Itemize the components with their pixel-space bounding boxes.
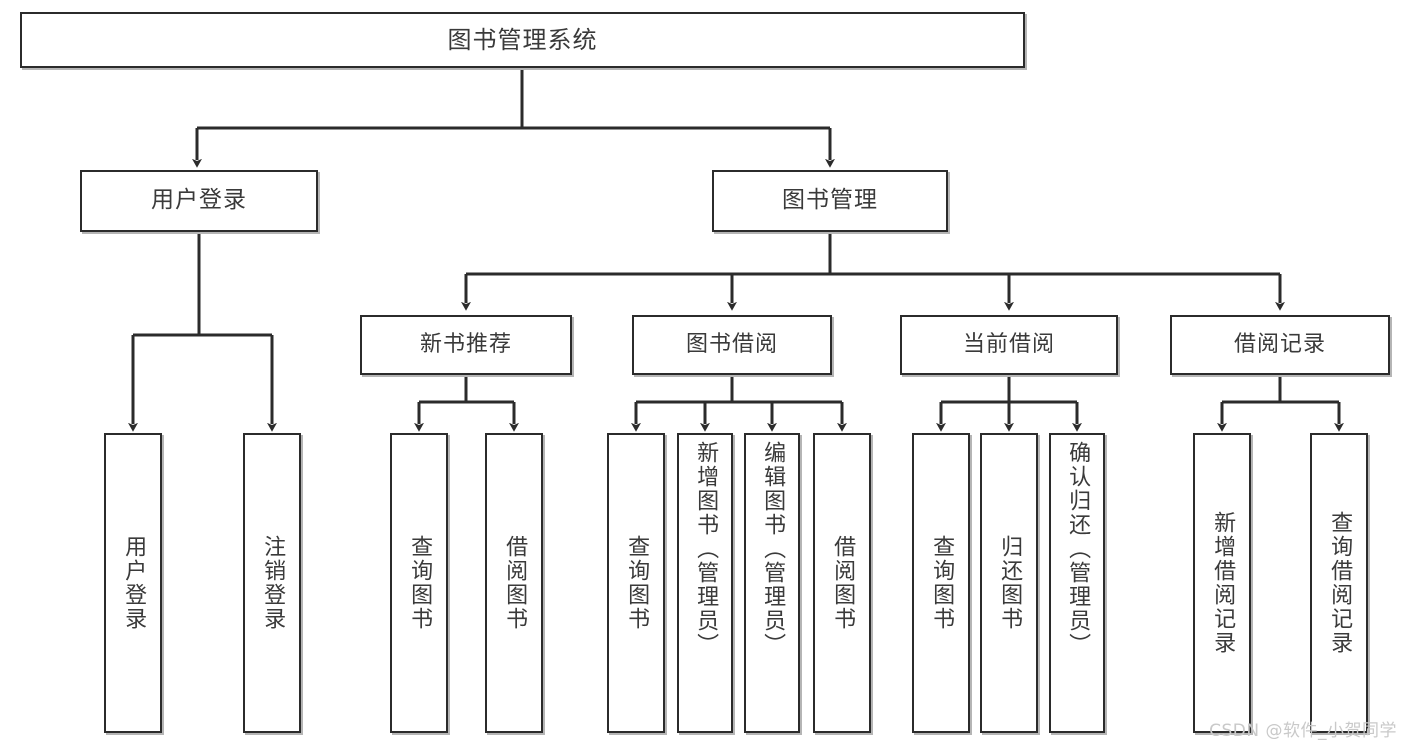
node-leaf-query-record-label: 查询借阅记录	[1327, 511, 1353, 655]
node-book-borrow[interactable]: 图书借阅	[632, 315, 832, 375]
node-borrow-record[interactable]: 借阅记录	[1170, 315, 1390, 375]
node-leaf-add-book-label: 新增图书（管理员）	[693, 441, 719, 657]
node-user-login-label: 用户登录	[151, 187, 247, 214]
node-leaf-logout[interactable]: 注销登录	[243, 433, 301, 733]
node-leaf-confirm-return-label: 确认归还（管理员）	[1065, 441, 1091, 657]
node-leaf-query-book-3[interactable]: 查询图书	[912, 433, 970, 733]
node-leaf-confirm-return[interactable]: 确认归还（管理员）	[1049, 433, 1105, 733]
node-book-manage[interactable]: 图书管理	[712, 170, 948, 232]
node-current-borrow[interactable]: 当前借阅	[900, 315, 1118, 375]
node-leaf-logout-label: 注销登录	[260, 535, 286, 631]
node-user-login[interactable]: 用户登录	[80, 170, 318, 232]
node-leaf-borrow-book-1-label: 借阅图书	[502, 535, 528, 631]
node-leaf-add-book[interactable]: 新增图书（管理员）	[677, 433, 733, 733]
node-leaf-edit-book-label: 编辑图书（管理员）	[760, 441, 786, 657]
node-leaf-edit-book[interactable]: 编辑图书（管理员）	[744, 433, 800, 733]
node-root-label: 图书管理系统	[447, 25, 598, 54]
node-leaf-query-record[interactable]: 查询借阅记录	[1310, 433, 1368, 733]
node-leaf-query-book-1[interactable]: 查询图书	[390, 433, 448, 733]
node-new-book-recommend-label: 新书推荐	[419, 331, 512, 357]
node-leaf-user-login[interactable]: 用户登录	[104, 433, 162, 733]
node-leaf-borrow-book-2-label: 借阅图书	[830, 535, 856, 631]
node-root[interactable]: 图书管理系统	[20, 12, 1025, 68]
node-new-book-recommend[interactable]: 新书推荐	[360, 315, 572, 375]
node-leaf-query-book-2[interactable]: 查询图书	[607, 433, 665, 733]
node-leaf-borrow-book-2[interactable]: 借阅图书	[813, 433, 871, 733]
node-leaf-borrow-book-1[interactable]: 借阅图书	[485, 433, 543, 733]
node-book-manage-label: 图书管理	[782, 187, 878, 214]
node-current-borrow-label: 当前借阅	[962, 331, 1055, 357]
node-leaf-user-login-label: 用户登录	[121, 535, 147, 631]
node-leaf-return-book-label: 归还图书	[997, 535, 1023, 631]
csdn-watermark: CSDN @软件_小贺同学	[1209, 721, 1397, 741]
node-borrow-record-label: 借阅记录	[1233, 331, 1326, 357]
node-leaf-query-book-2-label: 查询图书	[624, 535, 650, 631]
node-book-borrow-label: 图书借阅	[685, 331, 778, 357]
node-leaf-add-record-label: 新增借阅记录	[1210, 511, 1236, 655]
node-leaf-return-book[interactable]: 归还图书	[980, 433, 1038, 733]
node-leaf-add-record[interactable]: 新增借阅记录	[1193, 433, 1251, 733]
node-leaf-query-book-3-label: 查询图书	[929, 535, 955, 631]
node-leaf-query-book-1-label: 查询图书	[407, 535, 433, 631]
